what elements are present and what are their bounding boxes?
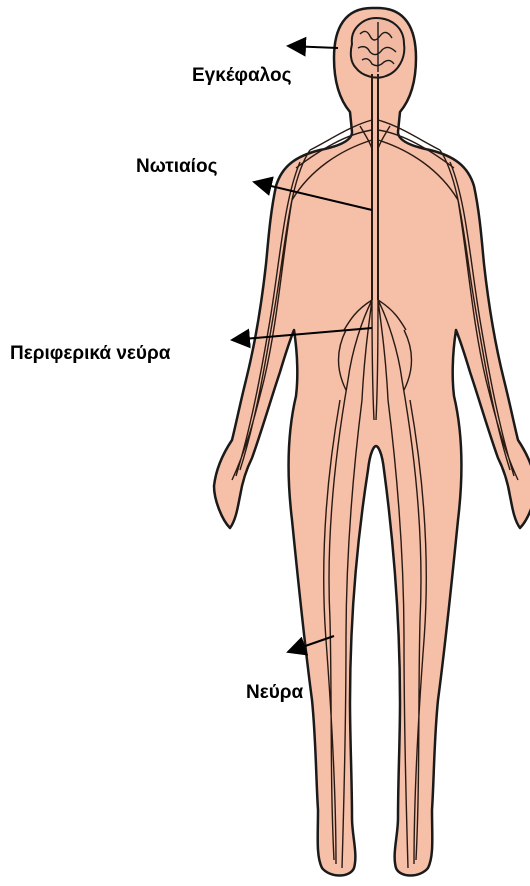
brain-arrow (288, 46, 338, 48)
spinal-cord-label: Νωτιαίος (136, 157, 217, 176)
nerves-label: Νεύρα (246, 683, 303, 702)
peripheral-nerves-label: Περιφερικά νεύρα (10, 344, 170, 363)
brain-shape (351, 18, 405, 78)
brain-label: Εγκέφαλος (192, 66, 292, 85)
